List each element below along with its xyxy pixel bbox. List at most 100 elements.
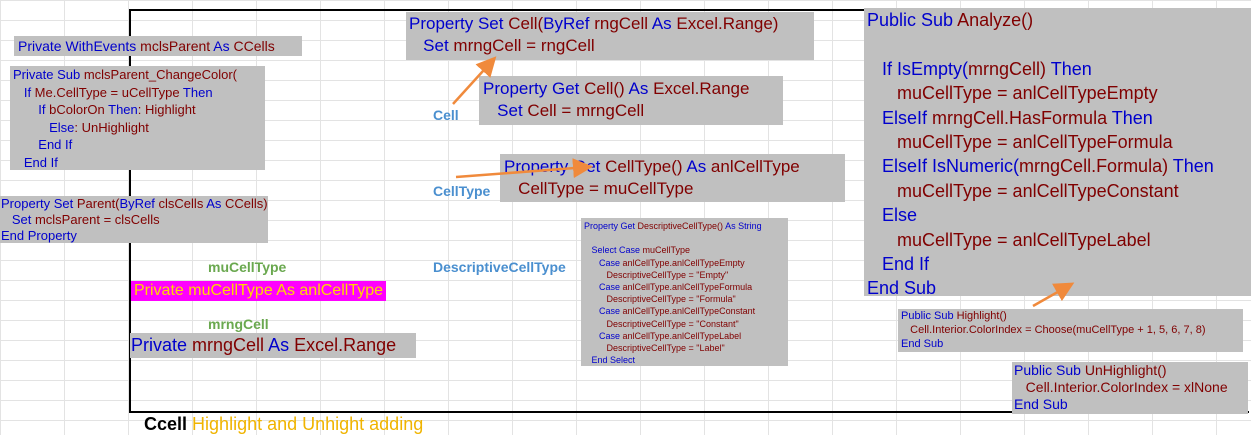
code-token: anlCellType.anlCellTypeFormula: [622, 282, 753, 293]
code-token: muCellType = anlCellTypeFormula: [867, 132, 1173, 153]
code-token: Property Get: [483, 79, 585, 98]
mucelltype-variable-label: muCellType: [208, 259, 287, 275]
code-token: Select Case: [584, 245, 643, 256]
code-token: End If: [13, 154, 58, 170]
code-line: If bColorOn Then: Highlight: [13, 101, 262, 119]
code-token: End Property: [1, 228, 77, 243]
descriptive-celltype-label: DescriptiveCellType: [433, 259, 566, 275]
code-token: mclsParent = clsCells: [34, 212, 160, 227]
code-token: DescriptiveCellType = "Constant": [584, 318, 739, 329]
code-line: DescriptiveCellType = "Label": [584, 342, 785, 354]
code-token: Else: [867, 205, 918, 226]
code-line: DescriptiveCellType = "Formula": [584, 293, 785, 305]
code-token: Case: [584, 257, 623, 268]
code-line: End Property: [1, 228, 267, 243]
code-token: UnHighlight(): [1084, 362, 1167, 378]
code-line: Private mrngCell As Excel.Range: [131, 334, 415, 357]
code-line: Public Sub Highlight(): [901, 309, 1240, 323]
code-token: anlCellType: [710, 157, 800, 176]
code-token: mrngCell = rngCell: [453, 36, 595, 55]
code-token: DescriptiveCellType = "Formula": [584, 294, 736, 305]
code-token: DescriptiveCellType = "Label": [584, 343, 725, 354]
code-line: Case anlCellType.anlCellTypeFormula: [584, 281, 785, 293]
code-token: As: [206, 196, 226, 211]
code-line: Property Get Cell() As Excel.Range: [483, 78, 779, 100]
code-token: Case: [584, 306, 623, 317]
code-line: If Me.CellType = uCellType Then: [13, 84, 262, 102]
code-line: Case anlCellType.anlCellTypeLabel: [584, 330, 785, 342]
code-token: mclsParent: [140, 38, 214, 54]
code-token: End If: [13, 137, 73, 152]
mrngcell-variable-label: mrngCell: [208, 316, 269, 332]
code-token: muCellType: [642, 245, 691, 256]
code-token: Parent(: [76, 196, 120, 211]
code-line: Select Case muCellType: [584, 244, 785, 256]
code-token: Property Get: [584, 221, 638, 231]
code-token: mrngCell.Formula): [1019, 156, 1173, 177]
code-line: Case anlCellType.anlCellTypeConstant: [584, 305, 785, 317]
code-token: anlCellType.anlCellTypeEmpty: [622, 257, 745, 268]
code-line: Case anlCellType.anlCellTypeEmpty: [584, 257, 785, 269]
code-line: muCellType = anlCellTypeLabel: [867, 228, 1248, 252]
celltype-property-label: CellType: [433, 183, 491, 199]
code-token: CellType = muCellType: [504, 179, 694, 198]
code-token: End Select: [584, 355, 636, 366]
code-line: ElseIf IsNumeric(mrngCell.Formula) Then: [867, 154, 1248, 178]
code-line: End Sub: [901, 337, 1240, 351]
withevents-declaration: Private WithEvents mclsParent As CCells: [14, 36, 302, 56]
code-token: Cell(): [584, 79, 629, 98]
code-token: End If: [867, 254, 930, 275]
code-line: Property Set Parent(ByRef clsCells As CC…: [1, 196, 268, 212]
code-token: ElseIf: [867, 156, 933, 177]
code-token: If: [867, 58, 898, 79]
code-token: Public Sub: [1014, 362, 1085, 378]
code-line: Property Get DescriptiveCellType() As St…: [584, 220, 785, 232]
descriptive-celltype-property-code: Property Get DescriptiveCellType() As St…: [581, 218, 788, 366]
code-token: Highlight(): [956, 310, 1007, 322]
unhighlight-sub-code: Public Sub UnHighlight() Cell.Interior.C…: [1012, 362, 1248, 414]
code-token: If: [13, 84, 35, 100]
code-token: mrngCell: [192, 335, 269, 355]
arrow-celltype-to-get-celltype: [455, 158, 593, 179]
code-line: Else: [867, 203, 1248, 227]
code-token: DescriptiveCellType = "Empty": [584, 269, 729, 280]
code-token: As: [628, 79, 654, 98]
code-token: Case: [584, 282, 623, 293]
mucelltype-declaration: Private muCellType As anlCellType: [131, 281, 386, 301]
code-line: ElseIf mrngCell.HasFormula Then: [867, 106, 1248, 130]
code-line: Public Sub Analyze(): [867, 8, 1248, 32]
code-token: : UnHighlight: [74, 119, 149, 135]
code-line: End If: [13, 136, 262, 154]
code-line: End Sub: [1014, 396, 1246, 413]
code-line: muCellType = anlCellTypeConstant: [867, 179, 1248, 203]
code-token: As: [268, 335, 295, 355]
code-token: Set: [483, 101, 528, 120]
code-token: ByRef: [119, 196, 159, 211]
arrow-highlight-to-analyze: [1032, 282, 1075, 308]
code-line: Set mrngCell = rngCell: [409, 35, 811, 57]
code-token: Then: [108, 102, 138, 117]
code-token: muCellType = anlCellTypeEmpty: [867, 83, 1158, 104]
code-token: As: [651, 14, 677, 33]
cell-property-label: Cell: [433, 107, 459, 123]
code-token: mclsParent_ChangeColor(: [83, 67, 238, 82]
code-token: Cell.Interior.ColorIndex = xlNone: [1014, 379, 1228, 395]
code-token: End Sub: [901, 338, 944, 350]
code-token: Else: [13, 119, 75, 135]
code-line: End If: [867, 252, 1248, 276]
code-token: As: [213, 38, 234, 54]
code-token: Cell(: [508, 14, 544, 33]
code-line: Cell.Interior.ColorIndex = Choose(muCell…: [901, 323, 1240, 337]
caption-class-name: Ccell: [144, 414, 193, 434]
code-token: IsEmpty(: [897, 58, 969, 79]
code-token: As: [686, 157, 711, 176]
code-token: Cell = mrngCell: [527, 101, 645, 120]
code-line: Else: UnHighlight: [13, 119, 262, 137]
code-token: IsNumeric(: [932, 156, 1020, 177]
mrngcell-declaration: Private mrngCell As Excel.Range: [130, 333, 416, 358]
arrow-cell-to-set-cell: [452, 56, 497, 105]
code-line: DescriptiveCellType = "Constant": [584, 318, 785, 330]
get-cell-property-code: Property Get Cell() As Excel.Range Set C…: [479, 76, 783, 125]
code-line: Set mclsParent = clsCells: [1, 212, 267, 228]
annotation-arrows: [452, 56, 1075, 308]
